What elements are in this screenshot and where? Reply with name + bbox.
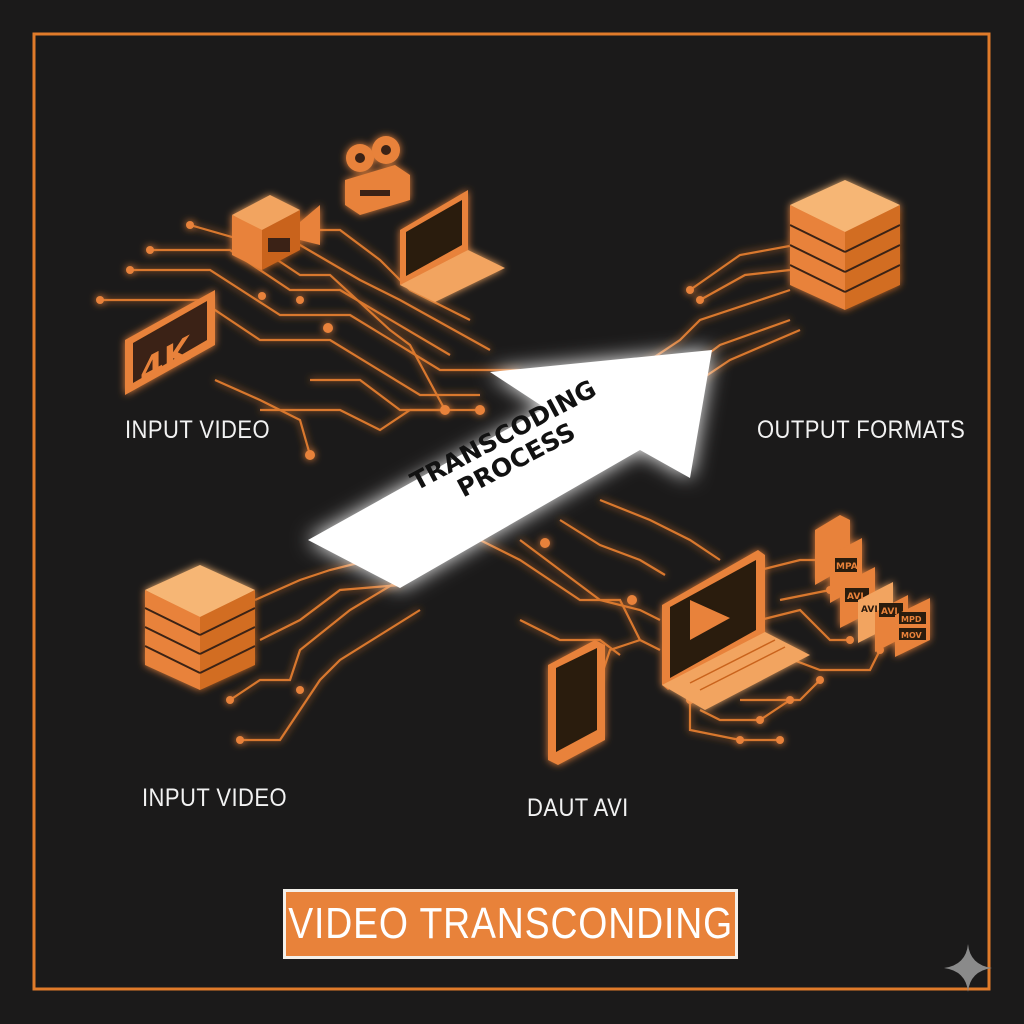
output-server-icon bbox=[789, 180, 901, 310]
input-video-label-top: INPUT VIDEO bbox=[125, 416, 271, 444]
file-format-labels: MPA AVI AVI AVI MPD MOV bbox=[836, 562, 923, 640]
smartphone-icon bbox=[548, 640, 605, 765]
transcoding-arrow bbox=[308, 350, 712, 588]
play-icon bbox=[690, 600, 730, 640]
file-label-avi: AVI bbox=[881, 607, 898, 617]
input-video-label-bottom: INPUT VIDEO bbox=[142, 784, 288, 812]
page-title: VIDEO TRANSCONDING bbox=[288, 899, 733, 948]
output-formats-label: OUTPUT FORMATS bbox=[757, 416, 966, 444]
film-camera-icon bbox=[345, 136, 410, 215]
frame-border bbox=[32, 32, 991, 991]
file-format-icons bbox=[815, 515, 930, 657]
file-label-mpd: MPD bbox=[901, 615, 922, 624]
file-label-mpa: MPA bbox=[836, 562, 858, 572]
laptop-icon bbox=[400, 190, 505, 302]
video-camera-icon bbox=[232, 195, 320, 270]
title-banner: VIDEO TRANSCONDING bbox=[283, 889, 738, 959]
input-server-icon bbox=[144, 565, 256, 690]
video-laptop-icon bbox=[662, 550, 810, 710]
sparkle-icon bbox=[944, 944, 992, 992]
file-label-avi: AVI bbox=[847, 592, 864, 602]
file-label-avi: AVI bbox=[861, 605, 878, 615]
device-label: DAUT AVI bbox=[527, 794, 629, 822]
file-label-mov: MOV bbox=[901, 631, 923, 640]
4k-badge-icon: 4K bbox=[125, 290, 215, 395]
